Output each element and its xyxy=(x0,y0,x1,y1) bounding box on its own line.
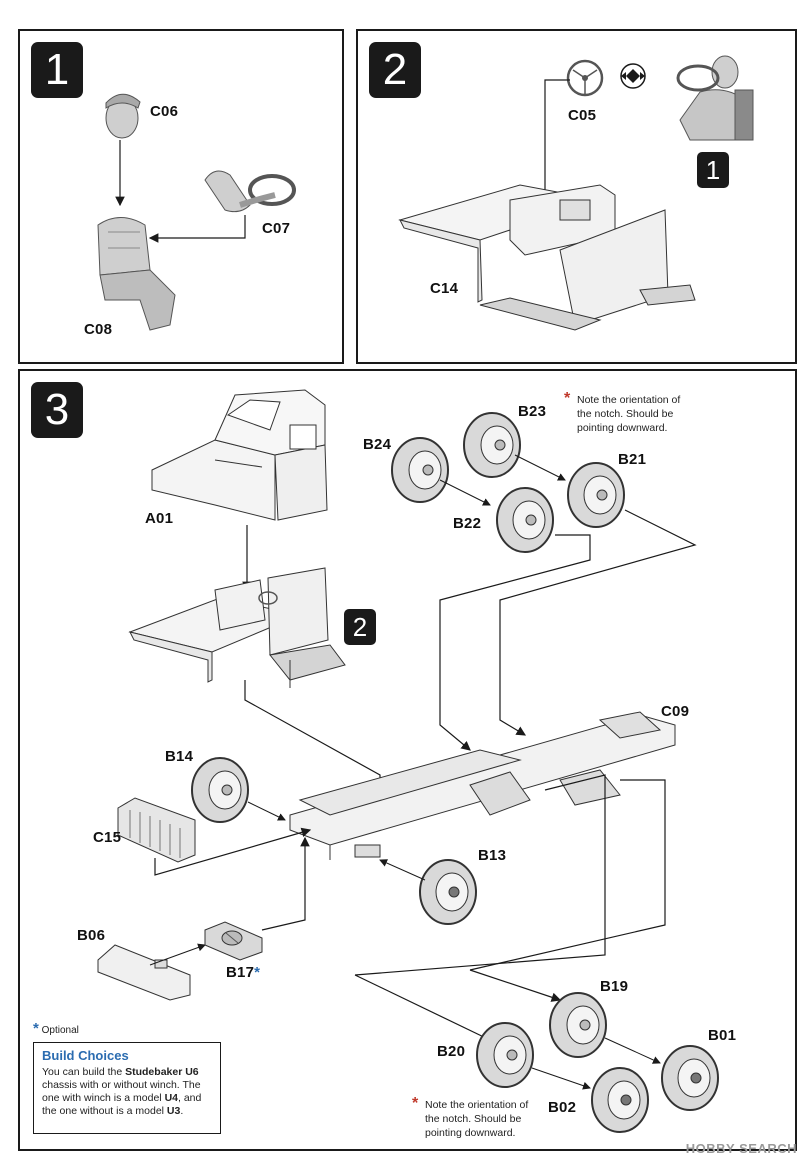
part-b20-wheel xyxy=(476,1022,534,1088)
part-b23-wheel xyxy=(463,412,521,478)
label-b19: B19 xyxy=(600,978,629,995)
part-b13-wheel xyxy=(419,859,477,925)
label-b17-text: B17 xyxy=(226,964,255,981)
label-b06: B06 xyxy=(77,927,106,944)
assembled-driver-figure xyxy=(676,55,754,141)
label-b17: B17* xyxy=(226,964,260,981)
label-c06: C06 xyxy=(150,103,179,120)
part-a01-cab xyxy=(151,389,328,521)
build-choices-model-u3: U3 xyxy=(166,1105,181,1117)
orientation-note-bottom: * Note the orientation of the notch. Sho… xyxy=(412,1096,537,1140)
label-c09: C09 xyxy=(661,703,690,720)
build-choices-text-1: You can build the xyxy=(42,1066,126,1078)
label-b23: B23 xyxy=(518,403,547,420)
part-b06-bumper xyxy=(97,944,191,1001)
label-c14: C14 xyxy=(430,280,459,297)
build-choices-model-u4: U4 xyxy=(164,1092,178,1104)
label-b14: B14 xyxy=(165,748,194,765)
label-b01: B01 xyxy=(708,1027,737,1044)
step-1-badge: 1 xyxy=(31,42,83,98)
note-star-icon: * xyxy=(412,1095,419,1112)
ref-step-2-badge: 2 xyxy=(344,609,376,645)
orientation-note-bottom-text: Note the orientation of the notch. Shoul… xyxy=(425,1099,529,1139)
part-c07-arms xyxy=(204,170,296,213)
part-b22-wheel xyxy=(496,487,554,553)
build-choices-title: Build Choices xyxy=(42,1048,129,1063)
optional-legend: * Optional xyxy=(33,1020,79,1037)
part-c06-head xyxy=(105,93,141,139)
step-2-badge: 2 xyxy=(369,42,421,98)
optional-legend-star: * xyxy=(33,1020,39,1037)
part-c09-chassis xyxy=(289,711,676,860)
label-b02: B02 xyxy=(548,1099,577,1116)
build-choices-model-u6: Studebaker U6 xyxy=(125,1066,199,1078)
label-b21: B21 xyxy=(618,451,647,468)
optional-star: * xyxy=(254,964,261,981)
step-3-badge: 3 xyxy=(31,382,83,438)
part-b19-wheel xyxy=(549,992,607,1058)
build-choices-text-4: . xyxy=(180,1105,184,1117)
part-b21-wheel xyxy=(567,462,625,528)
label-c07: C07 xyxy=(262,220,291,237)
part-c08-body xyxy=(97,217,176,331)
label-b13: B13 xyxy=(478,847,507,864)
label-c05: C05 xyxy=(568,107,597,124)
label-b20: B20 xyxy=(437,1043,466,1060)
part-b02-wheel xyxy=(591,1067,649,1133)
label-b22: B22 xyxy=(453,515,482,532)
part-c05-wheel xyxy=(566,59,604,97)
orientation-note-top: * Note the orientation of the notch. Sho… xyxy=(564,391,689,435)
build-choices-text-2: chassis with or without winch. The one w… xyxy=(42,1079,201,1104)
part-b01-wheel xyxy=(661,1045,719,1111)
note-star-icon: * xyxy=(564,390,571,407)
part-b14-wheel xyxy=(191,757,249,823)
part-c15-grille xyxy=(117,797,196,863)
label-a01: A01 xyxy=(145,510,174,527)
build-choices-box: Build Choices You can build the Studebak… xyxy=(33,1042,221,1134)
assembled-cab-floor xyxy=(128,567,346,688)
ref-step-1-badge: 1 xyxy=(697,152,729,188)
build-choices-text: You can build the Studebaker U6 chassis … xyxy=(42,1066,212,1118)
rotate-icon xyxy=(620,63,646,89)
label-c08: C08 xyxy=(84,321,113,338)
watermark-text: HOBBY SEARCH xyxy=(685,1141,797,1156)
label-b24: B24 xyxy=(363,436,392,453)
orientation-note-top-text: Note the orientation of the notch. Shoul… xyxy=(577,394,681,434)
build-choices-text-3: , and the one without is a model xyxy=(42,1092,202,1117)
part-c14-cab-floor xyxy=(398,184,696,331)
part-b24-wheel xyxy=(391,437,449,503)
label-c15: C15 xyxy=(93,829,122,846)
part-b17-winch xyxy=(204,921,263,961)
hobby-search-watermark: HOBBY SEARCH xyxy=(686,1141,797,1156)
optional-legend-text: Optional xyxy=(41,1025,79,1036)
